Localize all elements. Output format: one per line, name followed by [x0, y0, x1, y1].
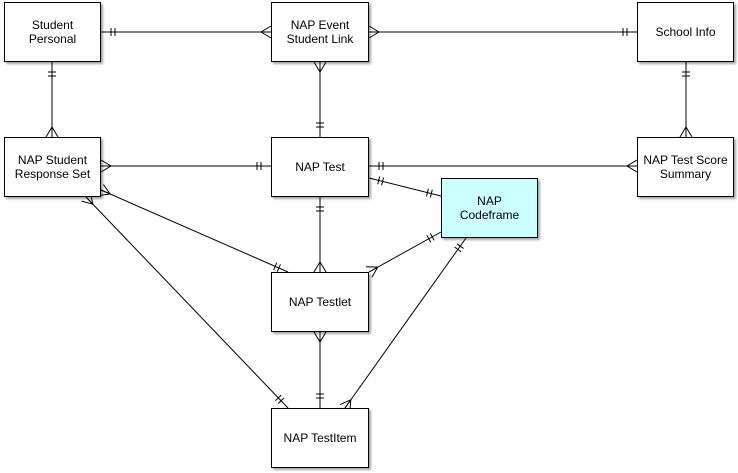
relationship-nap-test-to-nap-test-score-summary-to-end-crowsfoot [626, 159, 638, 173]
entity-label: NAP Codeframe [459, 194, 520, 222]
relationship-student-personal-to-nap-student-response-set [45, 62, 59, 138]
entity-label: School Info [655, 25, 716, 39]
relationship-student-personal-to-nap-student-response-set-to-end-crowsfoot [45, 126, 59, 138]
relationship-nap-test-to-nap-codeframe-line [368, 177, 442, 197]
entity-label: NAP Testlet [288, 295, 352, 309]
entity-nap-codeframe[interactable]: NAP Codeframe [441, 178, 538, 238]
relationship-nap-testlet-to-nap-testitem-from-end-crowsfoot [313, 331, 327, 343]
relationship-nap-event-student-link-to-school-info [368, 25, 637, 39]
relationship-nap-codeframe-to-nap-testitem-line [368, 231, 442, 273]
relationship-nap-codeframe-to-nap-testlet-line [344, 237, 467, 409]
relationship-nap-codeframe-to-nap-testlet-from-end-one-bar [456, 243, 464, 249]
entity-nap-test-score-summary[interactable]: NAP Test Score Summary [637, 137, 734, 197]
relationship-nap-student-response-set-to-nap-testlet-from-end-crowsfoot [98, 184, 112, 196]
entity-label: NAP Test [295, 160, 345, 174]
relationship-school-info-to-nap-test-score-summary-to-end-crowsfoot [679, 126, 693, 138]
entity-nap-testitem[interactable]: NAP TestItem [271, 408, 369, 468]
relationship-nap-student-response-set-to-nap-testitem-to-end-one-bar [277, 397, 285, 404]
relationship-student-personal-to-nap-event-student-link [101, 25, 272, 39]
relationship-nap-test-to-nap-codeframe [368, 176, 442, 198]
relationship-nap-event-student-link-to-nap-test-from-end-crowsfoot [313, 61, 327, 73]
entity-label: NAP TestItem [283, 431, 357, 445]
relationship-school-info-to-nap-test-score-summary [679, 62, 693, 138]
relationship-nap-codeframe-to-nap-testitem-from-end-one-bar [426, 235, 432, 243]
entity-nap-test[interactable]: NAP Test [271, 137, 369, 197]
relationship-nap-test-to-nap-codeframe-to-end-one-bar [429, 189, 433, 198]
relationship-nap-test-to-nap-codeframe-to-end-one-bar [425, 188, 429, 197]
entity-school-info[interactable]: School Info [637, 2, 734, 62]
relationship-nap-test-to-nap-testlet-to-end-crowsfoot [313, 261, 327, 273]
relationship-nap-test-to-nap-test-score-summary [369, 159, 638, 173]
relationship-nap-test-to-nap-codeframe-from-end-one-bar [381, 177, 385, 186]
entity-label: NAP Student Response Set [14, 153, 91, 181]
relationship-nap-codeframe-to-nap-testitem [366, 231, 442, 278]
relationship-nap-testlet-to-nap-testitem [313, 331, 327, 408]
entity-nap-testlet[interactable]: NAP Testlet [271, 272, 369, 332]
relationship-nap-student-response-set-to-nap-test-from-end-crowsfoot [100, 159, 112, 173]
relationship-nap-test-to-nap-codeframe-from-end-one-bar [377, 176, 381, 185]
relationship-nap-event-student-link-to-nap-test [313, 61, 327, 137]
relationship-student-personal-to-nap-event-student-link-to-end-crowsfoot [260, 25, 272, 39]
relationship-nap-student-response-set-to-nap-testlet [98, 184, 289, 273]
relationship-nap-codeframe-to-nap-testlet-from-end-one-bar [454, 246, 462, 253]
entity-student-personal[interactable]: Student Personal [4, 2, 101, 62]
relationship-nap-student-response-set-to-nap-testlet-to-end-one-bar [276, 264, 281, 272]
relationship-nap-test-to-nap-testlet [313, 197, 327, 273]
relationship-nap-codeframe-to-nap-testlet [339, 237, 467, 412]
relationship-nap-codeframe-to-nap-testitem-from-end-one-bar [429, 233, 435, 241]
relationship-nap-student-response-set-to-nap-testitem [81, 192, 289, 409]
relationship-nap-student-response-set-to-nap-testlet-to-end-one-bar [273, 262, 278, 271]
entity-label: Student Personal [28, 18, 77, 46]
entity-label: NAP Test Score Summary [643, 153, 728, 181]
relationship-nap-event-student-link-to-school-info-from-end-crowsfoot [368, 25, 380, 39]
entity-nap-student-response-set[interactable]: NAP Student Response Set [4, 137, 101, 197]
entity-label: NAP Event Student Link [286, 18, 354, 46]
relationship-nap-codeframe-to-nap-testlet-to-end-crowsfoot [339, 399, 352, 412]
relationship-nap-student-response-set-to-nap-testitem-to-end-one-bar [275, 394, 282, 402]
relationship-nap-student-response-set-to-nap-testlet-line [100, 189, 289, 273]
entity-nap-event-student-link[interactable]: NAP Event Student Link [271, 2, 369, 62]
relationship-nap-codeframe-to-nap-testitem-to-end-crowsfoot [366, 266, 379, 278]
relationship-nap-student-response-set-to-nap-test [100, 159, 271, 173]
relationship-nap-student-response-set-to-nap-testitem-line [85, 196, 289, 409]
